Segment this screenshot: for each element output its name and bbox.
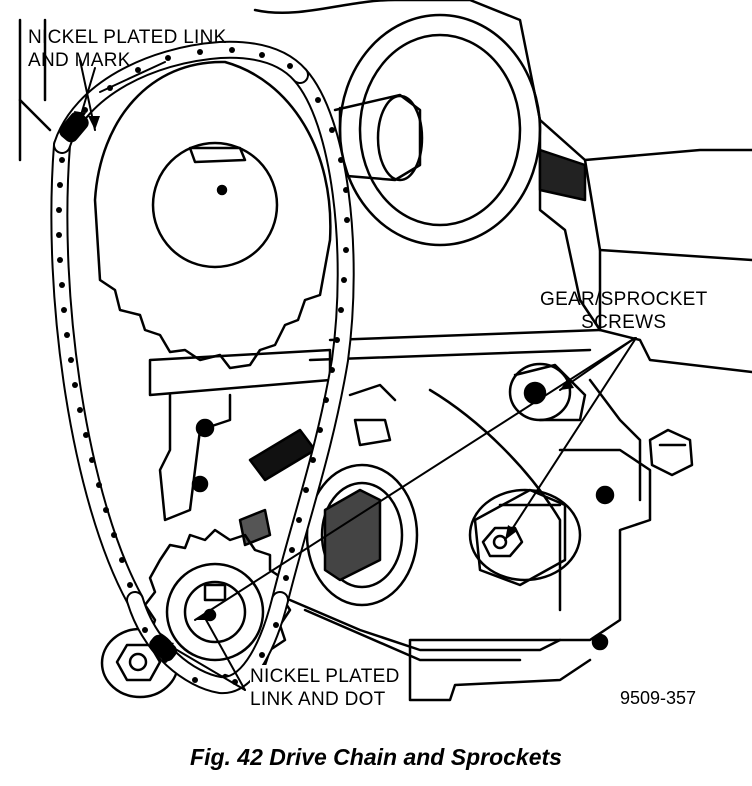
figure-number: 9509-357 bbox=[620, 688, 697, 708]
lower-engine bbox=[148, 348, 652, 702]
callout-bottom-link: NICKEL PLATED LINK AND DOT bbox=[250, 665, 400, 711]
callout-top-link-line2: AND MARK bbox=[28, 50, 131, 71]
chain-rivets bbox=[56, 47, 350, 685]
figure-caption: Fig. 42 Drive Chain and Sprockets bbox=[190, 744, 562, 770]
camshaft-sprocket bbox=[93, 60, 332, 370]
leader-lines bbox=[77, 59, 637, 691]
screw-boss-lower bbox=[468, 488, 582, 587]
engine-housing bbox=[18, 0, 752, 374]
leader-arrowheads bbox=[74, 111, 574, 652]
nickel-links bbox=[59, 111, 228, 662]
callout-screws: GEAR/SPROCKET SCREWS bbox=[540, 288, 708, 334]
callout-bottom-link-line2: LINK AND DOT bbox=[250, 689, 386, 710]
camshaft bbox=[333, 13, 542, 247]
callout-screws-line2: SCREWS bbox=[581, 312, 667, 333]
callout-screws-line1: GEAR/SPROCKET bbox=[540, 289, 708, 310]
callout-top-link-line1: NICKEL PLATED LINK bbox=[28, 27, 227, 48]
callout-bottom-link-line1: NICKEL PLATED bbox=[250, 666, 400, 687]
aux-shaft bbox=[305, 463, 419, 607]
hex-nut-right bbox=[648, 428, 694, 477]
callout-top-link: NICKEL PLATED LINK AND MARK bbox=[28, 26, 227, 72]
